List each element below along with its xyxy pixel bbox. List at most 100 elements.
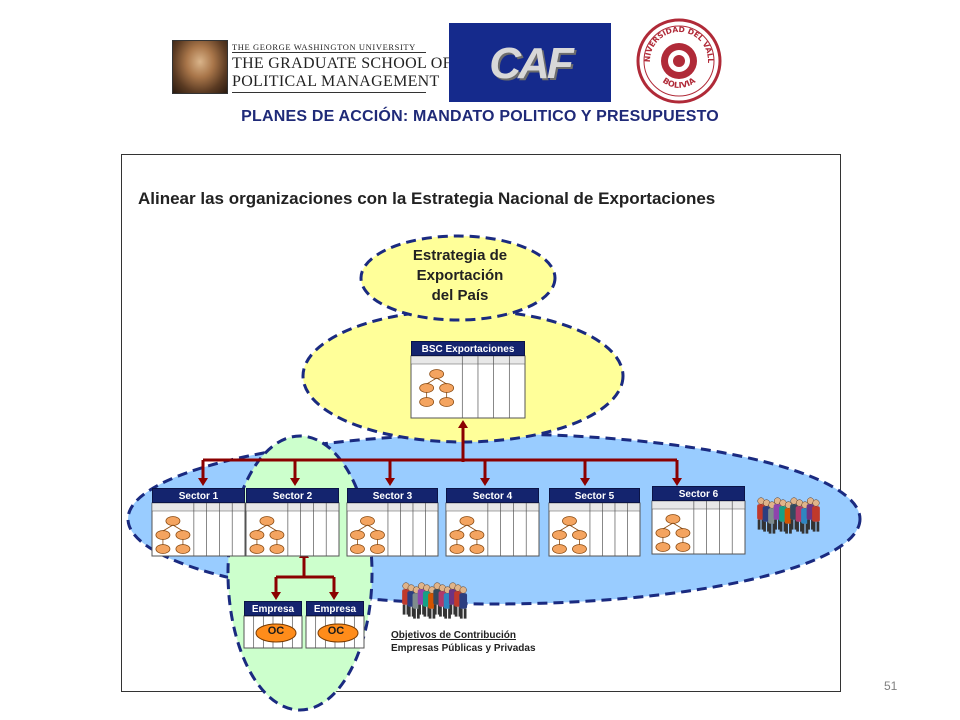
oc-label-2: OC <box>327 625 345 637</box>
sector-table-4-band <box>445 502 540 512</box>
people-right-leg-right-6 <box>794 519 798 530</box>
bsc-table-node-mid-left <box>419 383 435 393</box>
people-right-head-10 <box>812 499 820 507</box>
sector-header-6: Sector 6 <box>652 486 745 501</box>
sector-table-5-node-bottom-right <box>572 544 587 554</box>
sector-header-5: Sector 5 <box>549 488 640 503</box>
connector-lines <box>198 420 682 600</box>
sector-table-1-band <box>151 502 246 512</box>
bsc-table <box>410 355 526 419</box>
people-right-leg-left-7 <box>796 521 799 532</box>
empresa-table-2 <box>305 615 365 649</box>
bsc-table-edge-2 <box>436 377 447 385</box>
washington-portrait-icon <box>172 40 228 94</box>
people-bottom-leg-left-9 <box>449 604 453 615</box>
sector-table-2-node-bottom-left <box>249 544 265 554</box>
people-right-leg-left-10 <box>812 521 816 532</box>
people-bottom-leg-left-7 <box>439 606 442 617</box>
people-bottom-leg-left-11 <box>459 608 463 619</box>
sector-table-4-node-bottom-left <box>449 544 465 554</box>
sector-table-1-node-bottom-right <box>175 544 191 554</box>
sector-table-2 <box>245 502 340 557</box>
people-bottom-leg-left-2 <box>413 608 416 619</box>
gwu-divider <box>232 52 426 53</box>
bsc-table-edge-1 <box>426 377 437 385</box>
people-bottom-leg-left-5 <box>428 608 432 619</box>
strategy-ellipse <box>359 234 557 322</box>
bsc-table-node-root <box>429 369 445 379</box>
people-right-body-10 <box>812 506 820 522</box>
people-group-empresas-icon <box>402 582 468 619</box>
sector-table-3-node-bottom-left <box>350 544 365 554</box>
sector-table-2-node-root <box>259 516 275 526</box>
people-right-leg-left-5 <box>785 523 788 534</box>
arrow-to-bsc <box>458 420 468 428</box>
people-right-leg-right-7 <box>800 521 803 532</box>
svg-text:BOLIVIA: BOLIVIA <box>661 76 698 90</box>
sector-table-3-node-mid-right <box>370 530 385 540</box>
sector-table-1-node-mid-left <box>155 530 171 540</box>
page-number: 51 <box>884 679 898 693</box>
sector-table-6-edge-1 <box>662 522 674 530</box>
gwu-school-line2: POLITICAL MANAGEMENT <box>232 73 440 90</box>
universidad-del-valle-seal: UNIVERSIDAD DEL VALLE BOLIVIA <box>636 18 722 104</box>
sector-table-2-node-mid-left <box>249 530 265 540</box>
sector-table-2-band <box>245 502 340 512</box>
people-right-leg-left-8 <box>801 523 805 534</box>
empresa-ellipse <box>226 434 374 712</box>
sector-table-1-node-bottom-left <box>155 544 171 554</box>
sector-table-3-edge-2 <box>367 524 378 532</box>
sector-table-5-band <box>548 502 641 512</box>
arrow-to-sector-5 <box>580 478 590 486</box>
empresa-table-2-oc-oval <box>317 623 359 643</box>
people-right-leg-left-1 <box>763 521 766 532</box>
sector-header-2: Sector 2 <box>246 488 339 503</box>
sector-table-5-node-mid-left <box>552 530 567 540</box>
sector-table-5-node-bottom-left <box>552 544 567 554</box>
legend-title: Objetivos de Contribución <box>391 630 517 641</box>
arrow-to-sector-4 <box>480 478 490 486</box>
sector-header-1: Sector 1 <box>152 488 245 503</box>
people-right-leg-left-2 <box>768 523 772 534</box>
sector-table-5-node-root <box>562 516 577 526</box>
sector-table-1-node-mid-right <box>175 530 191 540</box>
arrow-to-empresa-1 <box>271 592 281 600</box>
people-bottom-leg-left-0 <box>402 604 406 615</box>
people-bottom-leg-left-4 <box>423 606 427 617</box>
sector-table-3 <box>346 502 439 557</box>
sector-table-2-edge-2 <box>266 524 278 532</box>
people-right-leg-left-4 <box>779 521 783 532</box>
people-right-leg-right-10 <box>816 521 820 532</box>
sector-table-4-edge-1 <box>456 524 468 532</box>
people-right-leg-left-9 <box>807 519 810 530</box>
sector-header-3: Sector 3 <box>347 488 438 503</box>
sector-table-2-node-mid-right <box>269 530 285 540</box>
sector-header-4: Sector 4 <box>446 488 539 503</box>
empresa-header-2: Empresa <box>306 601 364 616</box>
sector-table-6-node-mid-right <box>675 528 691 538</box>
people-right-leg-right-5 <box>789 523 792 534</box>
strategy-line3: del País <box>431 287 489 304</box>
people-right-leg-left-3 <box>774 519 777 530</box>
people-bottom-head-11 <box>459 586 467 594</box>
empresa-table-1 <box>243 615 303 649</box>
sector-table-3-node-root <box>360 516 375 526</box>
caf-logo: CAF <box>449 23 611 102</box>
sector-table-2-node-bottom-right <box>269 544 285 554</box>
empresa-table-1-oc-oval <box>255 623 297 643</box>
people-bottom-leg-left-8 <box>444 608 448 619</box>
sector-table-1-edge-2 <box>172 524 184 532</box>
sector-table-6-edge-2 <box>672 522 684 530</box>
diagram-subtitle: Alinear las organizaciones con la Estrat… <box>138 189 716 208</box>
people-bottom-leg-left-3 <box>418 604 422 615</box>
sector-table-6-node-mid-left <box>655 528 671 538</box>
people-right-leg-right-9 <box>811 519 814 530</box>
people-right-leg-right-8 <box>805 523 809 534</box>
people-right-leg-right-1 <box>767 521 770 532</box>
people-bottom-leg-left-6 <box>433 604 437 615</box>
bsc-table-node-bottom-right <box>439 397 455 407</box>
sector-table-4-edge-2 <box>466 524 478 532</box>
sector-table-4-node-bottom-right <box>469 544 485 554</box>
sector-table-5-node-mid-right <box>572 530 587 540</box>
